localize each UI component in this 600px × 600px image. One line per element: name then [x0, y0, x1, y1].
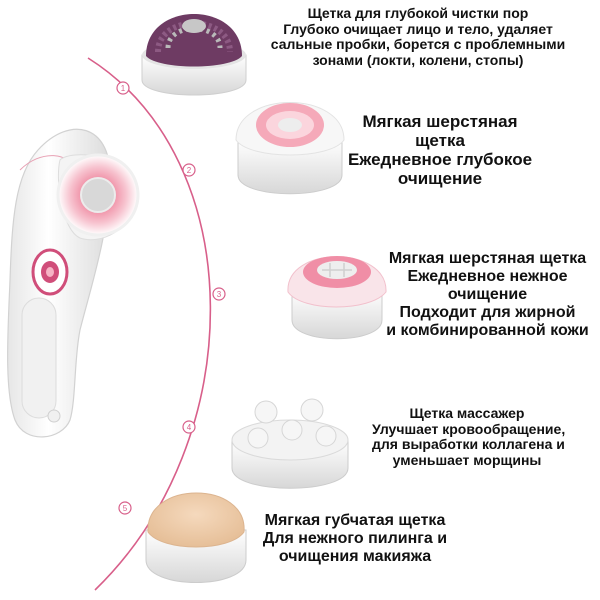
sponge-brush-icon — [145, 492, 247, 583]
gentle-wool-brush-icon — [287, 256, 387, 340]
description-line: щетка — [415, 131, 465, 151]
svg-text:1: 1 — [121, 84, 126, 93]
svg-text:3: 3 — [217, 290, 222, 299]
description-line: Щетка массажер — [409, 405, 525, 421]
description-line: Мягкая шерстяная щетка — [388, 250, 587, 267]
step-marker-2: 2 — [182, 163, 196, 177]
deep-pore-brush-icon — [141, 14, 247, 96]
description-line: Глубоко очищает лицо и тело, удаляет — [283, 20, 553, 37]
description-line: Улучшает кровообращение, — [372, 420, 566, 437]
description-line: очищение — [447, 285, 528, 303]
description-line: очищение — [397, 169, 483, 189]
description-line: зонами (локти, колени, стопы) — [312, 52, 524, 69]
description-line: Мягкая шерстяная — [362, 112, 518, 131]
svg-text:5: 5 — [123, 504, 128, 513]
description-line: очищения макияжа — [278, 547, 432, 565]
soft-wool-brush-icon — [235, 102, 345, 195]
brush-description-3: Мягкая шерстяная щетка Ежедневное нежное… — [385, 250, 590, 340]
description-line: Ежедневное нежное — [407, 267, 568, 285]
svg-text:4: 4 — [187, 423, 192, 432]
step-marker-4: 4 — [182, 420, 196, 434]
description-line: для выработки коллагена и — [372, 436, 565, 453]
step-marker-5: 5 — [118, 501, 132, 515]
step-marker-3: 3 — [212, 287, 226, 301]
description-line: уменьшает морщины — [392, 452, 542, 469]
cleansing-device-icon — [7, 128, 140, 438]
massager-head-icon — [231, 398, 349, 489]
step-marker-1: 1 — [116, 81, 130, 95]
brush-description-1: Щетка для глубокой чистки пор Глубоко оч… — [268, 5, 568, 69]
description-line: сальные пробки, борется с проблемными — [270, 36, 566, 53]
svg-text:2: 2 — [187, 166, 192, 175]
description-line: Мягкая губчатая щетка — [264, 512, 446, 529]
description-line: и комбинированной кожи — [386, 321, 589, 339]
description-line: Щетка для глубокой чистки пор — [307, 5, 529, 21]
brush-description-4: Щетка массажер Улучшает кровообращение, … — [372, 405, 566, 469]
brush-description-5: Мягкая губчатая щетка Для нежного пилинг… — [250, 512, 460, 566]
description-line: Для нежного пилинга и — [262, 529, 448, 547]
brush-description-2: Мягкая шерстяная щетка Ежедневное глубок… — [340, 112, 540, 188]
description-line: Ежедневное глубокое — [347, 150, 533, 170]
description-line: Подходит для жирной — [399, 303, 576, 321]
